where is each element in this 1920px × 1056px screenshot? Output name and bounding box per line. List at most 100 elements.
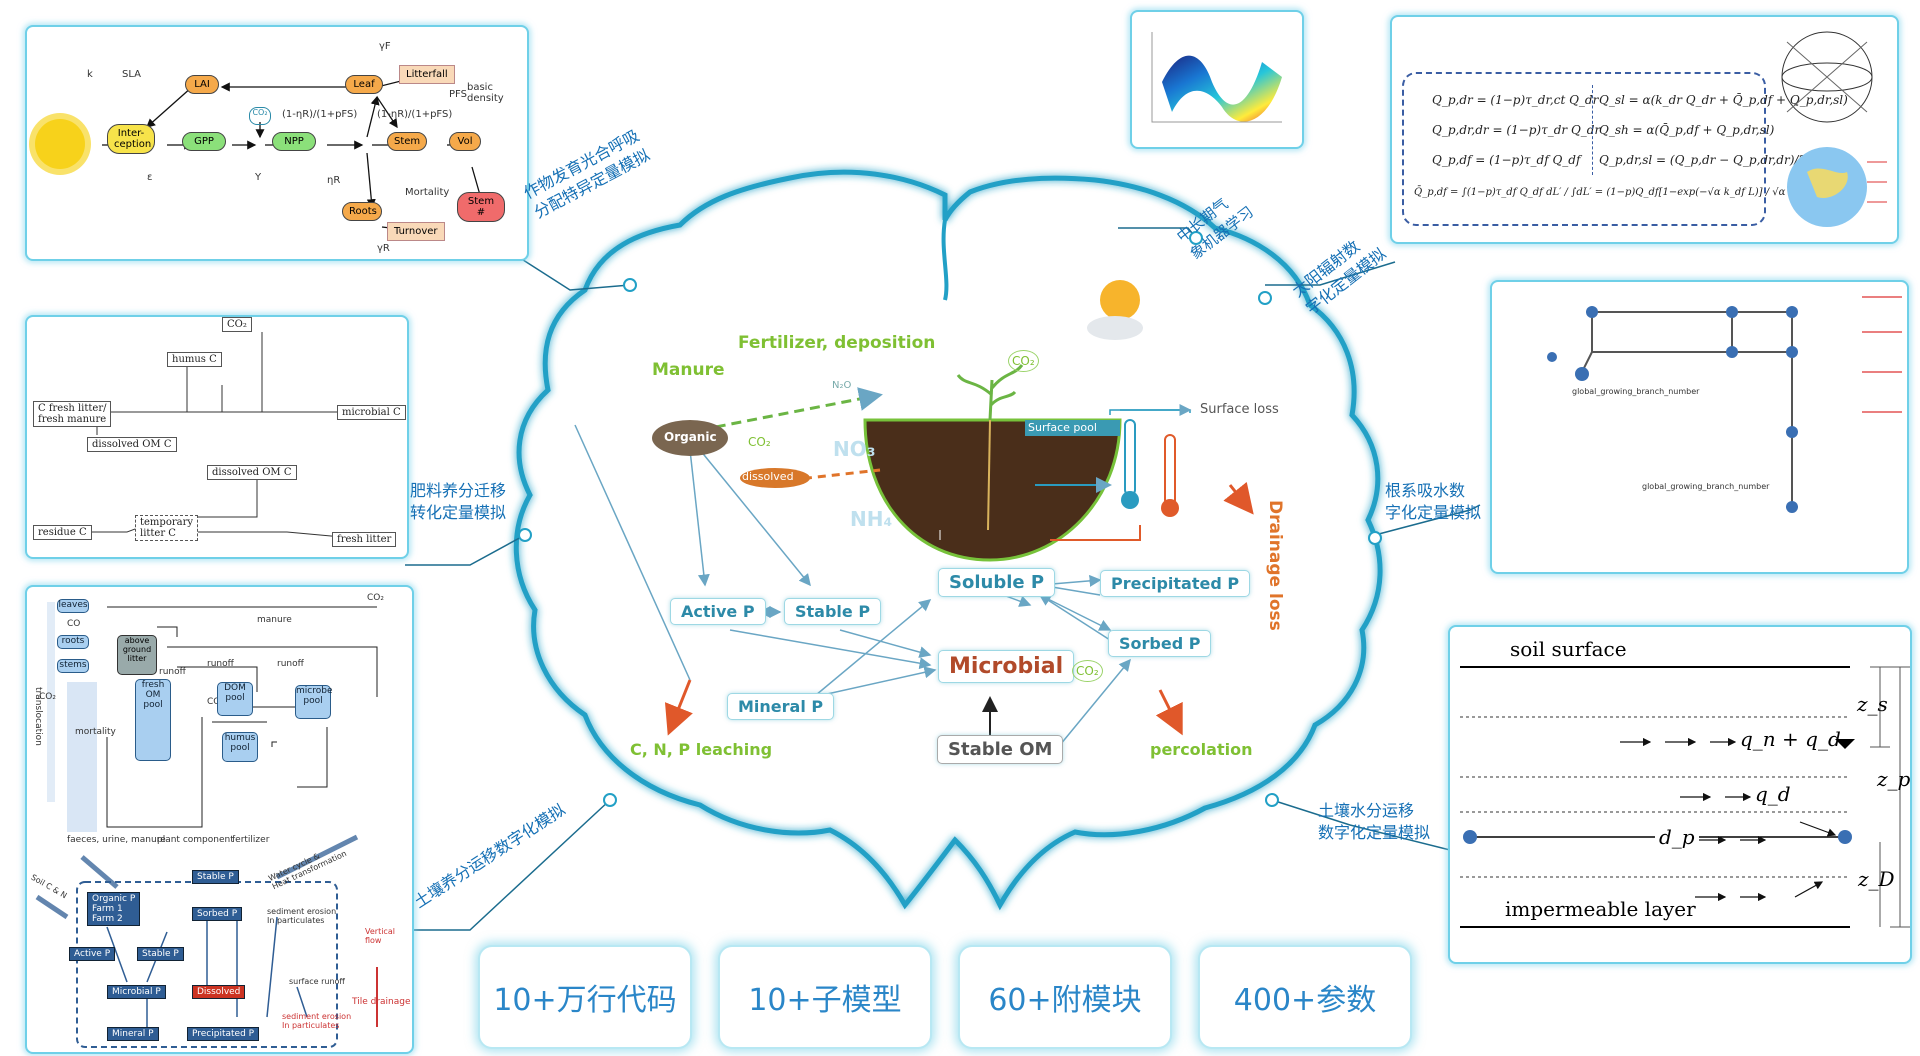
dissolved-om-box: dissolved OM C [87,437,177,452]
sorbed-p-box: Sorbed P [192,907,243,921]
ml-panel [1130,10,1304,149]
stable-p-box: Stable P [137,947,184,961]
fresh-om-pool: fresh OM pool [135,679,171,761]
impermeable-layer-label: impermeable layer [1505,897,1696,921]
precipitated-p-node: Precipitated P [1100,570,1251,597]
crop-model-panel: Inter- ception GPP NPP LAI Leaf Stem Vol… [25,25,529,261]
lai-node: LAI [185,75,219,94]
fresh-litter-box-2: fresh litter [332,532,397,547]
manure-label: Manure [652,360,725,380]
microbe-pool: microbe pool [295,685,332,719]
stable-om-node: Stable OM [937,735,1064,764]
mortality-label: Mortality [405,187,450,198]
fraction-2: (1-ηR)/(1+pFS) [377,109,453,120]
surface-runoff-label: surface runoff [289,977,345,986]
growing-branch-label: global_growing_branch_number [1572,387,1700,396]
k-label: k [87,69,93,80]
stat-modules: 60+附模块 [958,945,1172,1049]
co2-label: CO₂ [222,317,252,332]
fertilizer-label: Fertilizer, deposition [738,333,936,353]
stable-p-node: Stable P [784,598,882,625]
fertilizer-label-small: fertilizer [232,835,270,845]
equation-frame [1402,72,1766,226]
co2-cloud: CO₂ [249,107,271,125]
nutrient-flow-lines [35,602,378,1048]
turnover-box: Turnover [387,222,445,241]
co2-label-b: CO₂ [39,692,56,702]
humus-box: humus C [167,352,222,367]
manure-label-small: manure [257,615,292,625]
fertilizer-caption: 肥料养分迁移 转化定量模拟 [410,481,507,522]
microbial-c-box: microbial C [337,405,406,420]
stat-submodels: 10+子模型 [718,945,932,1049]
roots-node: Roots [342,202,382,221]
equation-7: Q̄_p,df = ∫(1−p)τ_df Q_df dL′ / ∫dL′ = (… [1414,187,1820,198]
stable-p-box-2: Stable P [192,870,239,884]
sorbed-p-node: Sorbed P [1108,630,1212,657]
co2-low-bubble: CO₂ [1072,660,1103,682]
tile-drainage-label: Tile drainage [352,997,411,1007]
co2-bubble: CO₂ [1008,350,1039,372]
stem-number-node: Stem # [457,192,505,222]
zd-label: z_D [1858,867,1895,891]
roots-box: roots [57,635,89,649]
soil-surface-label: soil surface [1510,637,1627,661]
temporary-litter-box: temporary litter C [135,515,199,541]
npp-node: NPP [272,132,316,151]
fertilizer-panel: CO₂ humus C C fresh litter/ fresh manure… [25,315,409,559]
root-caption: 根系吸水数 字化定量模拟 [1385,481,1482,522]
vertical-flow-label: Vertical flow [365,927,395,945]
runoff-label-1: runoff [159,667,186,677]
co2-label-a: CO₂ [367,593,384,603]
co2-mid-label: CO₂ [748,435,771,449]
solar-panel: Q_p,dr = (1−p)τ_dr,ct Q_dr Q_p,dr,dr = (… [1390,15,1899,244]
precipitated-p-box: Precipitated P [187,1027,260,1041]
equation-5: Q_sh = α(Q̄_p,df + Q_p,dr,sl) [1599,123,1775,137]
zp-label: z_p [1877,767,1911,791]
sediment-label-2: sediment erosion In particulates [282,1012,352,1030]
pfs-label: PFS [449,89,467,100]
root-branch-tree [1547,296,1902,513]
stat-lines-of-code: 10+万行代码 [478,945,692,1049]
fresh-litter-box: C fresh litter/ fresh manure [33,401,112,427]
equation-1: Q_p,dr = (1−p)τ_dr,ct Q_dr [1432,93,1599,107]
dissolved-label: dissolved [742,470,794,483]
leaves-box: leaves [57,599,89,613]
surface-loss-label: Surface loss [1200,402,1279,417]
qd-label: q_d [1755,782,1791,806]
gamma-r-label: γR [377,243,390,254]
drainage-loss-label: Drainage loss [1265,500,1285,631]
sun-icon [35,119,85,169]
co-label: CO [67,619,81,629]
fraction-1: (1-ηR)/(1+pFS) [282,109,358,120]
microbial-node: Microbial [938,650,1075,683]
equation-3: Q_p,df = (1−p)τ_df Q_df [1432,153,1581,167]
residue-box: residue C [33,525,92,540]
basic-density-label: basic density [467,82,504,104]
leaching-label: C, N, P leaching [630,740,773,759]
leaf-node: Leaf [345,75,383,94]
runoff-label-3: runoff [277,659,304,669]
equation-4: Q_sl = α(k_dr Q_dr + Q̄_p,df + Q_p,dr,sl… [1599,93,1848,107]
globe-illustrations [1781,31,1887,227]
soil-nutrient-panel: leaves CO roots stems above ground litte… [25,585,414,1054]
nh4-label: NH₄ [850,507,893,531]
dissolved-om-box-2: dissolved OM C [207,465,297,480]
stem-node: Stem [387,132,427,151]
sla-label: SLA [122,69,141,80]
eta-r-label: ηR [327,175,341,186]
equation-6: Q_p,dr,sl = (Q_p,dr − Q_p,dr,dr)/2 [1599,153,1807,167]
microbial-p-box: Microbial P [107,985,166,999]
brain-outline [513,169,1383,911]
stat-parameters: 400+参数 [1198,945,1412,1049]
qn-qd-label: q_n + q_d [1740,727,1841,751]
dissolved-box: Dissolved [192,985,246,999]
sediment-label-1: sediment erosion In particulates [267,907,337,925]
dp-label: d_p [1655,825,1699,849]
no3-label: NO₃ [833,437,876,461]
above-ground-litter-box: above ground litter [117,635,157,675]
n2o-label: N₂O [832,380,852,391]
co2-label-c: CO₂ [207,697,224,707]
surface-pool-label: Surface pool [1028,421,1097,434]
